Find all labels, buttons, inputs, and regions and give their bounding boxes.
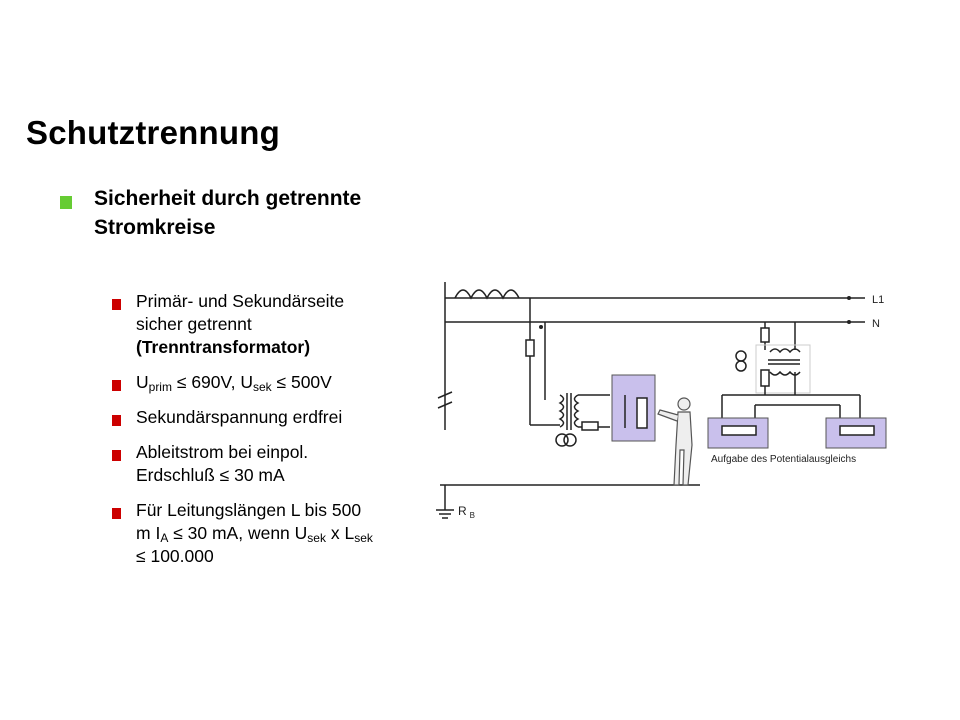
sub-bullet-leakage: Ableitstrom bei einpol. Erdschluß ≤ 30 m…	[112, 441, 472, 487]
coil-icon	[454, 289, 520, 300]
sub-bullet-text: (Trenntransformator)	[136, 337, 311, 357]
bullet-square-icon	[60, 196, 72, 209]
transformer-coil-icon	[558, 394, 565, 428]
sub-bullet-list: Primär- und Sekundärseite sicher getrenn…	[112, 290, 472, 580]
main-bullet-text: Sicherheit durch getrennte Stromkreise	[94, 184, 460, 242]
subscript: A	[160, 531, 169, 545]
text-part: m I	[136, 523, 161, 543]
sub-bullet-text: Für Leitungslängen L bis 500	[136, 500, 362, 520]
voltage-symbol: U	[136, 372, 149, 392]
subscript: sek	[252, 380, 272, 394]
sub-bullet-voltages: Uprim ≤ 690V, Usek ≤ 500V	[112, 371, 472, 394]
text-part: ≤ 30 mA, wenn U	[168, 523, 308, 543]
bullet-square-icon	[112, 508, 121, 519]
label-l1: L1	[872, 294, 884, 306]
sub-bullet-line-length: Für Leitungslängen L bis 500 m IA ≤ 30 m…	[112, 499, 472, 568]
sub-bullet-text: sicher getrennt	[136, 314, 252, 334]
main-bullet: Sicherheit durch getrennte Stromkreise	[60, 184, 460, 242]
sub-bullet-text: Ableitstrom bei einpol.	[136, 442, 309, 462]
main-bullet-line1: Sicherheit durch getrennte	[94, 187, 362, 210]
resistor-icon	[721, 425, 757, 436]
slide-title: Schutztrennung	[26, 114, 280, 151]
equipotential-branch	[721, 296, 861, 430]
label-n: N	[872, 318, 880, 330]
sub-bullet-text: ≤ 100.000	[136, 546, 214, 566]
sub-bullet-text: Primär- und Sekundärseite	[136, 291, 345, 311]
label-rb-b: B	[470, 511, 475, 520]
voltage-limit: ≤ 690V,	[171, 372, 241, 392]
transformer-coil-icon	[769, 348, 801, 354]
bullet-square-icon	[112, 299, 121, 310]
ground-symbol	[436, 484, 700, 519]
bullet-square-icon	[112, 450, 121, 461]
text-part: x L	[325, 523, 355, 543]
label-rb-r: R	[458, 504, 467, 518]
bullet-square-icon	[112, 380, 121, 391]
sub-bullet-text: Sekundärspannung erdfrei	[136, 407, 343, 427]
resistor-icon	[839, 425, 875, 436]
subscript: prim	[148, 380, 172, 394]
sub-bullet-separation: Primär- und Sekundärseite sicher getrenn…	[112, 290, 472, 359]
sub-bullet-floating: Sekundärspannung erdfrei	[112, 406, 472, 429]
subscript: sek	[307, 531, 326, 545]
voltage-symbol: U	[240, 372, 253, 392]
main-bullet-line2: Stromkreise	[94, 216, 216, 239]
sub-bullet-text: m IA ≤ 30 mA, wenn Usek x Lsek	[136, 522, 472, 545]
device-icon	[636, 397, 648, 429]
person-icon	[657, 397, 693, 486]
device-panel	[611, 374, 656, 442]
sub-bullet-text: Erdschluß ≤ 30 mA	[136, 465, 285, 485]
diagram-caption: Aufgabe des Potentialausgleichs	[711, 454, 856, 465]
isolation-transformer-branch	[525, 298, 610, 447]
voltage-limit: ≤ 500V	[271, 372, 332, 392]
bullet-square-icon	[112, 415, 121, 426]
subscript: sek	[354, 531, 373, 545]
